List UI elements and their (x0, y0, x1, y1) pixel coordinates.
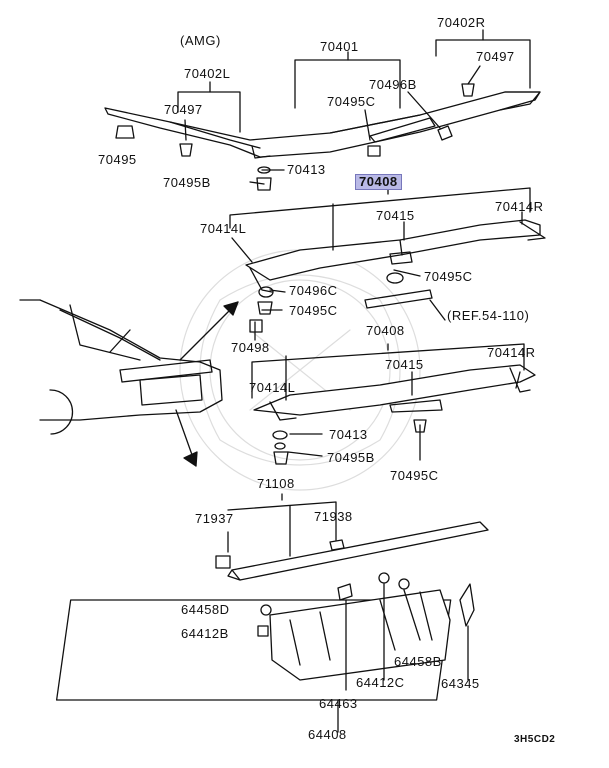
clips-garnish (257, 572, 475, 637)
part-70497-b[interactable]: 70497 (164, 102, 203, 117)
clips-mid (249, 272, 404, 333)
part-70401[interactable]: 70401 (320, 39, 359, 54)
part-64463[interactable]: 64463 (319, 696, 358, 711)
part-70496C[interactable]: 70496C (289, 283, 338, 298)
reference-label[interactable]: (REF.54-110) (447, 308, 530, 323)
part-64458B[interactable]: 64458B (394, 654, 442, 669)
part-71108[interactable]: 71108 (257, 476, 295, 491)
car-rear-illustration (19, 299, 223, 435)
part-64458D[interactable]: 64458D (181, 602, 230, 617)
spoiler-70408-b (253, 364, 536, 421)
variant-note: (AMG) (180, 33, 221, 48)
arrow-up (179, 301, 239, 361)
part-70402R[interactable]: 70402R (437, 15, 486, 30)
part-64412B[interactable]: 64412B (181, 626, 229, 641)
part-70495C-a[interactable]: 70495C (327, 94, 376, 109)
amg-spoiler-top (104, 91, 541, 159)
leader-70408a (229, 187, 531, 229)
clips-top (115, 83, 475, 191)
part-70408-b[interactable]: 70408 (366, 323, 405, 338)
part-64345[interactable]: 64345 (441, 676, 480, 691)
part-70413-b[interactable]: 70413 (329, 427, 368, 442)
drawing-code: 3H5CD2 (514, 734, 556, 745)
part-70498[interactable]: 70498 (231, 340, 270, 355)
part-71938[interactable]: 71938 (314, 509, 353, 524)
part-64408[interactable]: 64408 (308, 727, 347, 742)
leader-70402L (177, 91, 241, 133)
part-64412C[interactable]: 64412C (356, 675, 405, 690)
part-70402L[interactable]: 70402L (184, 66, 231, 81)
part-70495C-c[interactable]: 70495C (289, 303, 338, 318)
part-70495C-b[interactable]: 70495C (424, 269, 473, 284)
part-70414R-b[interactable]: 70414R (487, 345, 536, 360)
part-70414L-a[interactable]: 70414L (200, 221, 247, 236)
clips-lower (272, 419, 427, 465)
part-70408-highlighted[interactable]: 70408 (355, 174, 402, 190)
part-70414L-b[interactable]: 70414L (249, 380, 296, 395)
garnish-64408 (269, 589, 451, 681)
leader-70408b (251, 343, 525, 399)
part-70497-a[interactable]: 70497 (476, 49, 515, 64)
part-70496B[interactable]: 70496B (369, 77, 417, 92)
part-70413-a[interactable]: 70413 (287, 162, 326, 177)
part-70495C-d[interactable]: 70495C (390, 468, 439, 483)
part-70495[interactable]: 70495 (98, 152, 137, 167)
part-70415-a[interactable]: 70415 (376, 208, 415, 223)
part-71937[interactable]: 71937 (195, 511, 234, 526)
part-70495B-b[interactable]: 70495B (327, 450, 375, 465)
molding-71108 (227, 521, 489, 581)
lamp-strip (364, 289, 433, 309)
part-70415-b[interactable]: 70415 (385, 357, 424, 372)
clips-molding (215, 539, 345, 569)
part-70495B-a[interactable]: 70495B (163, 175, 211, 190)
part-70414R-a[interactable]: 70414R (495, 199, 544, 214)
leader-70402R (435, 39, 531, 89)
spoiler-70408-a (245, 219, 546, 293)
